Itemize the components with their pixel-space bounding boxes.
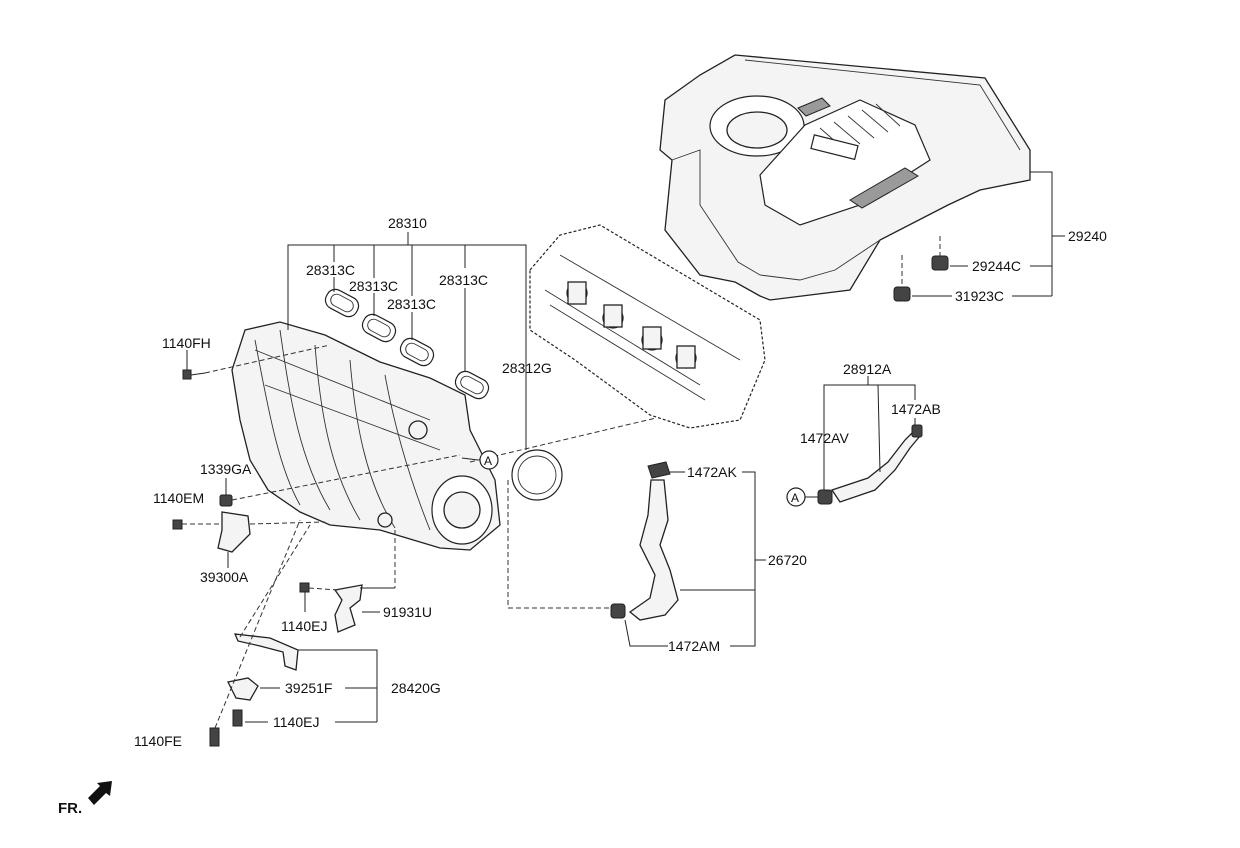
label-28313c-4: 28313C xyxy=(439,272,488,288)
label-1140ej-b: 1140EJ xyxy=(273,714,319,730)
label-29240: 29240 xyxy=(1068,228,1107,244)
ref-a-left-text: A xyxy=(484,454,492,468)
nut-1339ga xyxy=(219,454,461,507)
grommet-29244c xyxy=(931,236,949,271)
label-28313c-3: 28313C xyxy=(387,296,436,312)
bracket-28420g xyxy=(227,524,378,723)
gasket-28313c-4 xyxy=(454,370,490,400)
throttle-gasket-28312g xyxy=(511,449,563,501)
label-1140fh: 1140FH xyxy=(162,335,211,351)
label-1472am: 1472AM xyxy=(668,638,720,654)
gasket-28313c-2 xyxy=(361,313,397,343)
bolt-1140fh xyxy=(182,344,331,380)
bolt-1140ej-b xyxy=(232,709,243,727)
gasket-28313c-3 xyxy=(399,337,435,367)
label-28420g: 28420G xyxy=(391,680,441,696)
label-1472ak: 1472AK xyxy=(687,464,737,480)
label-91931u: 91931U xyxy=(383,604,432,620)
leader-28310-group xyxy=(287,232,527,450)
ref-a-left-marker xyxy=(461,417,657,470)
cylinder-head xyxy=(529,224,766,429)
ref-a-right-marker xyxy=(786,487,818,507)
front-indicator-label: FR. xyxy=(58,800,82,817)
bolt-1140em xyxy=(172,519,222,530)
label-1472ab: 1472AB xyxy=(891,401,941,417)
label-28912a: 28912A xyxy=(843,361,892,377)
bolt-1140ej-a xyxy=(299,582,339,612)
label-1472av: 1472AV xyxy=(800,430,849,446)
label-39300a: 39300A xyxy=(200,569,249,585)
bracket-91931u xyxy=(333,530,396,633)
gasket-28313c-1 xyxy=(324,288,360,318)
label-28310: 28310 xyxy=(388,215,427,231)
arrow-left-down-icon xyxy=(88,781,112,805)
grommet-31923c xyxy=(893,255,911,302)
label-28313c-1: 28313C xyxy=(306,262,355,278)
bolt-1140fe xyxy=(209,519,301,747)
label-1140fe: 1140FE xyxy=(134,733,182,749)
label-1140em: 1140EM xyxy=(153,490,204,506)
label-1140ej-a: 1140EJ xyxy=(281,618,327,634)
ref-a-right-text: A xyxy=(791,491,799,505)
label-1339ga: 1339GA xyxy=(200,461,252,477)
label-26720: 26720 xyxy=(768,552,807,568)
label-31923c: 31923C xyxy=(955,288,1004,304)
label-28313c-2: 28313C xyxy=(349,278,398,294)
hose-26720 xyxy=(507,461,766,647)
engine-cover xyxy=(659,54,1031,301)
sensor-39300a xyxy=(217,511,326,568)
intake-manifold xyxy=(231,321,501,551)
leader-29240-group xyxy=(912,171,1065,297)
label-29244c: 29244C xyxy=(972,258,1021,274)
label-28312g: 28312G xyxy=(502,360,552,376)
label-39251f: 39251F xyxy=(285,680,332,696)
